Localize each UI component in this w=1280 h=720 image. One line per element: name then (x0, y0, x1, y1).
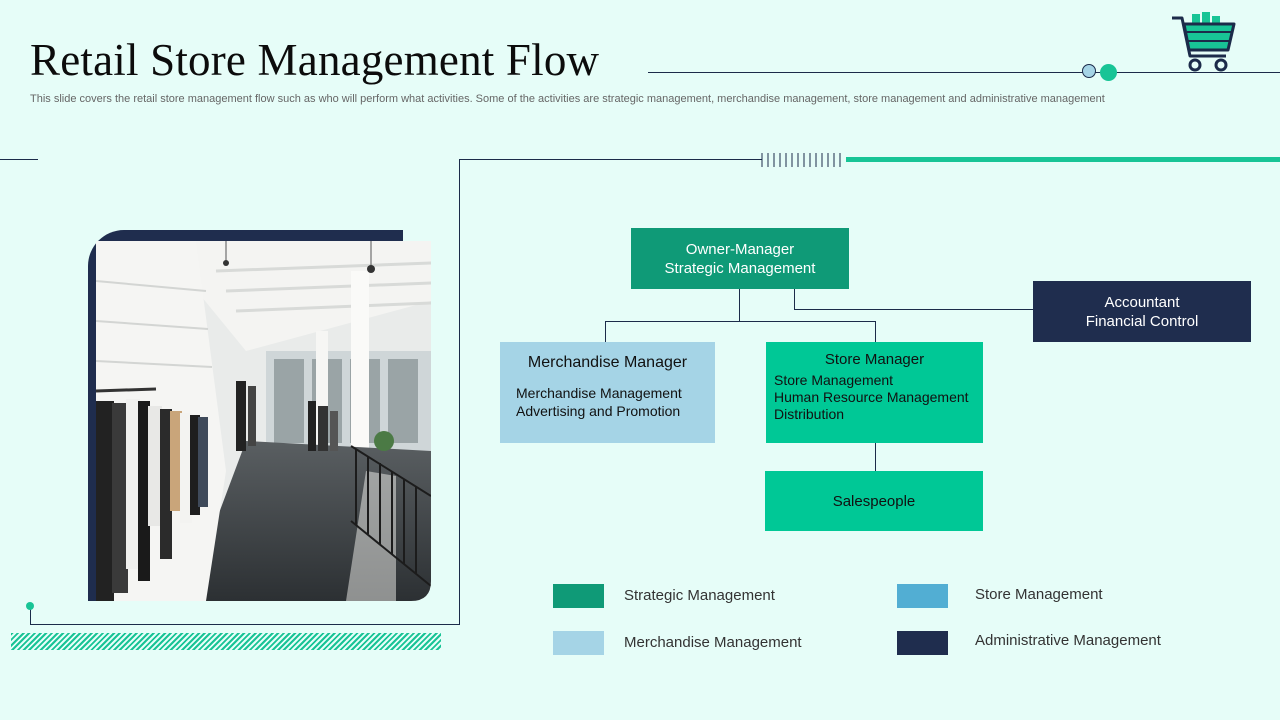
tick-marks (761, 153, 841, 167)
legend-swatch-strategic (553, 584, 604, 608)
legend-label-strategic: Strategic Management (624, 587, 775, 604)
left-divider (0, 159, 38, 160)
store-item: Human Resource Management (774, 389, 969, 405)
frame-right-line (459, 159, 460, 625)
store-manager-title: Store Manager (824, 351, 925, 368)
connector-owner-accountant-vertical (794, 289, 795, 310)
connector-to-merchandise (605, 321, 606, 342)
legend-label-merchandise: Merchandise Management (624, 634, 802, 651)
header-circle-filled (1100, 64, 1117, 81)
frame-left-stub (30, 608, 31, 625)
frame-top-line (460, 159, 762, 160)
store-item: Distribution (774, 406, 845, 422)
legend-swatch-store (897, 584, 948, 608)
connector-owner-down (739, 289, 740, 322)
merchandise-item: Merchandise Management (516, 385, 682, 401)
salespeople-title: Salespeople (832, 492, 916, 510)
legend-label-store: Store Management (975, 586, 1103, 603)
legend-label-administrative: Administrative Management (975, 632, 1161, 649)
accountant-role: Financial Control (1085, 312, 1199, 330)
merchandise-manager-box: Merchandise Manager Merchandise Manageme… (500, 342, 715, 443)
accent-bar (846, 157, 1280, 162)
owner-manager-title: Owner-Manager (685, 240, 795, 258)
store-item: Store Management (774, 372, 894, 388)
header-circle-outline (1082, 64, 1096, 78)
store-manager-box: Store Manager Store Management Human Res… (766, 342, 983, 443)
connector-store-sales (875, 442, 876, 471)
page-title: Retail Store Management Flow (30, 35, 600, 85)
legend-swatch-merchandise (553, 631, 604, 655)
shopping-cart-icon (1172, 12, 1236, 72)
hatched-strip (11, 633, 441, 650)
salespeople-box: Salespeople (765, 471, 983, 531)
accountant-title: Accountant (1104, 293, 1180, 311)
merchandise-item: Advertising and Promotion (516, 403, 681, 419)
connector-owner-accountant-horizontal (794, 309, 1034, 310)
connector-horizontal-managers (605, 321, 876, 322)
merchandise-manager-title: Merchandise Manager (527, 354, 688, 371)
owner-manager-box: Owner-Manager Strategic Management (631, 228, 849, 289)
clothing-store-interior-photo (96, 241, 431, 601)
legend-swatch-administrative (897, 631, 948, 655)
connector-to-store (875, 321, 876, 342)
header-divider (648, 72, 1280, 73)
owner-manager-role: Strategic Management (664, 259, 816, 277)
accountant-box: Accountant Financial Control (1033, 281, 1251, 342)
page-subtitle: This slide covers the retail store manag… (30, 93, 1105, 105)
frame-bottom-line (30, 624, 460, 625)
frame-dot (26, 602, 34, 610)
